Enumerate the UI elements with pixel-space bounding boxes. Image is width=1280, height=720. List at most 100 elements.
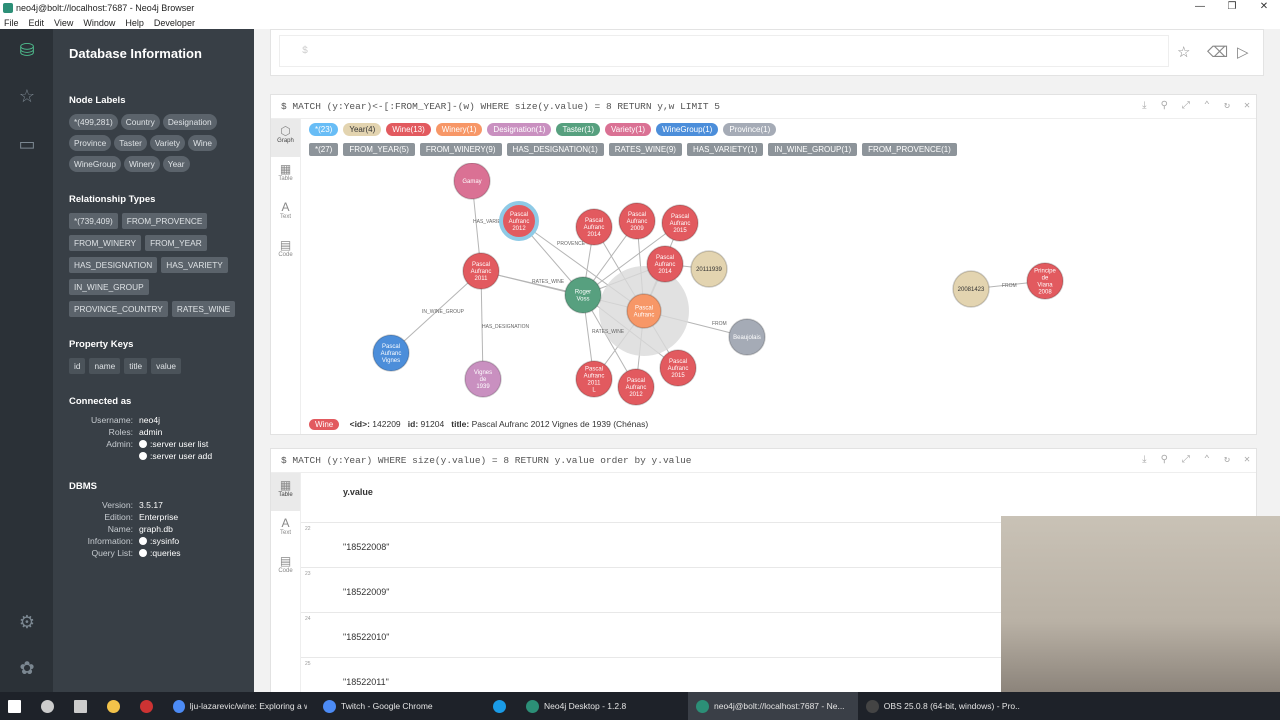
node-label-taster[interactable]: Taster <box>114 135 147 151</box>
node-label-all[interactable]: *(499,281) <box>69 114 118 130</box>
rel-type-all[interactable]: *(739,409) <box>69 213 118 229</box>
taskbar-item-6[interactable]: Twitch - Google Chrome <box>315 692 485 720</box>
relationship-edge[interactable] <box>582 222 681 296</box>
rel-pill-2[interactable]: FROM_WINERY(9) <box>419 143 502 156</box>
taskbar-item-1[interactable] <box>33 692 66 720</box>
clear-eraser-icon[interactable]: ⌫ <box>1207 44 1229 61</box>
node-pill-5[interactable]: Taster(1) <box>556 123 601 136</box>
rel-pill-7[interactable]: FROM_PROVENCE(1) <box>862 143 957 156</box>
tab-table[interactable]: ▦Table <box>271 473 300 511</box>
tab-code[interactable]: ▤Code <box>271 549 300 587</box>
pin-icon[interactable]: ⚲ <box>1160 455 1168 466</box>
about-icon[interactable]: ✿ <box>19 658 35 678</box>
node-label-country[interactable]: Country <box>120 114 160 130</box>
close-frame-icon[interactable]: ✕ <box>1243 455 1250 466</box>
fullscreen-icon[interactable]: ⤢ <box>1181 455 1190 466</box>
taskbar-item-10[interactable]: OBS 25.0.8 (64-bit, windows) - Pro... <box>858 692 1028 720</box>
close-window-button[interactable]: ✕ <box>1259 1 1269 12</box>
download-icon[interactable]: ⤓ <box>1142 101 1147 112</box>
run-play-icon[interactable]: ▷ <box>1237 44 1249 61</box>
rel-type-in-wine-group[interactable]: IN_WINE_GROUP <box>69 279 149 295</box>
graph-node-7[interactable]: 20111939 <box>690 250 728 288</box>
favorites-star-icon[interactable]: ☆ <box>18 86 36 106</box>
tab-table[interactable]: ▦Table <box>271 157 300 195</box>
rerun-icon[interactable]: ↻ <box>1223 101 1230 112</box>
node-label-variety[interactable]: Variety <box>149 135 186 151</box>
minimize-button[interactable]: — <box>1195 1 1205 12</box>
menu-developer[interactable]: Developer <box>153 17 195 28</box>
collapse-icon[interactable]: ⌃ <box>1203 101 1210 112</box>
rel-pill-3[interactable]: HAS_DESIGNATION(1) <box>506 143 604 156</box>
rel-type-province-country[interactable]: PROVINCE_COUNTRY <box>69 301 168 317</box>
frame-query-text[interactable]: $ MATCH (y:Year)<-[:FROM_YEAR]-(w) WHERE… <box>281 101 720 112</box>
graph-canvas[interactable]: HAS_VARIETYIN_WINE_GROUPHAS_DESIGNATIONR… <box>302 163 1257 408</box>
rel-type-has-designation[interactable]: HAS_DESIGNATION <box>69 257 158 273</box>
menu-window[interactable]: Window <box>83 17 116 28</box>
node-label-designation[interactable]: Designation <box>162 114 217 130</box>
sysinfo-link[interactable]: :sysinfo <box>139 536 179 546</box>
node-label-year[interactable]: Year <box>162 156 190 172</box>
rel-pill-1[interactable]: FROM_YEAR(5) <box>343 143 415 156</box>
prop-key-title[interactable]: title <box>124 358 148 374</box>
tab-code[interactable]: ▤Code <box>271 233 300 271</box>
taskbar-item-4[interactable] <box>132 692 165 720</box>
taskbar-item-3[interactable] <box>99 692 132 720</box>
favorite-star-icon[interactable]: ☆ <box>1177 44 1191 61</box>
taskbar-item-0[interactable] <box>0 692 33 720</box>
rel-pill-5[interactable]: HAS_VARIETY(1) <box>686 143 764 156</box>
rel-type-has-variety[interactable]: HAS_VARIETY <box>161 257 228 273</box>
relationship-edge[interactable] <box>390 270 482 354</box>
documents-icon[interactable]: ▭ <box>18 134 36 154</box>
server-user-list-link[interactable]: :server user list <box>139 439 208 449</box>
maximize-button[interactable]: ❐ <box>1227 1 1237 12</box>
rel-type-rates-wine[interactable]: RATES_WINE <box>171 301 236 317</box>
taskbar-item-5[interactable]: lju-lazarevic/wine: Exploring a wi... <box>165 692 315 720</box>
node-pill-8[interactable]: Province(1) <box>723 123 777 136</box>
database-icon[interactable]: ⛁ <box>19 40 35 60</box>
rel-pill-0[interactable]: *(27) <box>309 143 339 156</box>
collapse-icon[interactable]: ⌃ <box>1203 455 1210 466</box>
node-pill-3[interactable]: Winery(1) <box>435 123 483 136</box>
graph-node-10[interactable]: Beaujolais <box>728 318 766 356</box>
prop-key-id[interactable]: id <box>69 358 86 374</box>
taskbar-item-2[interactable] <box>66 692 99 720</box>
rerun-icon[interactable]: ↻ <box>1223 455 1230 466</box>
menu-file[interactable]: File <box>4 17 19 28</box>
query-input[interactable]: $ <box>279 35 1169 67</box>
pin-icon[interactable]: ⚲ <box>1160 101 1168 112</box>
taskbar-item-9[interactable]: neo4j@bolt://localhost:7687 - Ne... <box>688 692 858 720</box>
rel-type-from-year[interactable]: FROM_YEAR <box>145 235 207 251</box>
rel-pill-6[interactable]: IN_WINE_GROUP(1) <box>768 143 858 156</box>
prop-key-value[interactable]: value <box>151 358 181 374</box>
node-label-province[interactable]: Province <box>69 135 112 151</box>
prop-key-name[interactable]: name <box>89 358 121 374</box>
graph-node-16[interactable]: 20081423 <box>952 270 990 308</box>
node-pill-6[interactable]: Variety(1) <box>605 123 652 136</box>
node-label-winegroup[interactable]: WineGroup <box>69 156 121 172</box>
node-pill-4[interactable]: Designation(1) <box>487 123 552 136</box>
menu-view[interactable]: View <box>54 17 74 28</box>
rel-type-from-winery[interactable]: FROM_WINERY <box>69 235 142 251</box>
relationship-edge[interactable] <box>480 270 484 380</box>
node-pill-1[interactable]: Year(4) <box>343 123 382 136</box>
fullscreen-icon[interactable]: ⤢ <box>1181 101 1190 112</box>
close-frame-icon[interactable]: ✕ <box>1243 101 1250 112</box>
server-user-add-link[interactable]: :server user add <box>139 451 212 461</box>
settings-gear-icon[interactable]: ⚙ <box>18 612 36 632</box>
rel-pill-4[interactable]: RATES_WINE(9) <box>608 143 682 156</box>
